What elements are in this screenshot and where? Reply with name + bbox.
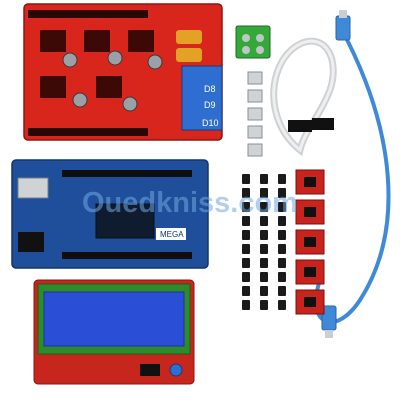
jumper-cap [260,216,268,226]
jumper-cap [242,258,250,268]
heatsink [247,89,263,103]
a4988-driver [295,259,325,285]
jumper-cap [260,286,268,296]
jumper-cap [242,202,250,212]
jumper-cap [278,272,286,282]
jumper-cap [260,300,268,310]
jumper-cap [278,188,286,198]
jumper-cap [260,230,268,240]
driver-chip [304,297,316,307]
jumper-cap [278,286,286,296]
jumper-cap [260,174,268,184]
jumper-cap [278,300,286,310]
driver-chip [304,237,316,247]
heatsink [247,107,263,121]
jumper-cap [260,244,268,254]
watermark-text: Ouedkniss.com [82,187,298,219]
jumper-cap [278,244,286,254]
d10-label: D10 [202,118,219,128]
ribbon-cable [270,37,337,157]
mega-board: MEGA [11,159,209,269]
driver-group [295,169,325,315]
green-terminal-block [235,25,271,59]
heatsink [247,71,263,85]
jumper-cap [242,216,250,226]
jumper-cap [278,258,286,268]
jumper-cap [242,286,250,296]
usb-cable [314,10,391,338]
driver-chip [304,177,316,187]
d8-label: D8 [204,84,216,94]
mega-label: MEGA [160,230,184,239]
jumper-cap [242,230,250,240]
a4988-driver [295,289,325,315]
jumper-cap [260,258,268,268]
jumper-cap [278,216,286,226]
jumper-cap [242,272,250,282]
jumper-cap [242,174,250,184]
lcd-board [33,279,195,385]
jumper-group [242,174,286,310]
heatsink [247,125,263,139]
heatsink [247,143,263,157]
heatsink-group [247,71,263,157]
jumper-cap [260,272,268,282]
jumper-cap [278,230,286,240]
jumper-cap [242,244,250,254]
jumper-cap [242,300,250,310]
watermark: Ouedkniss.com [82,187,298,219]
ramps-board: D8 D9 D10 [23,3,223,141]
jumper-cap [278,202,286,212]
jumper-cap [278,174,286,184]
jumper-cap [242,188,250,198]
driver-chip [304,207,316,217]
d9-label: D9 [204,100,216,110]
jumper-cap [260,188,268,198]
driver-chip [304,267,316,277]
jumper-cap [260,202,268,212]
